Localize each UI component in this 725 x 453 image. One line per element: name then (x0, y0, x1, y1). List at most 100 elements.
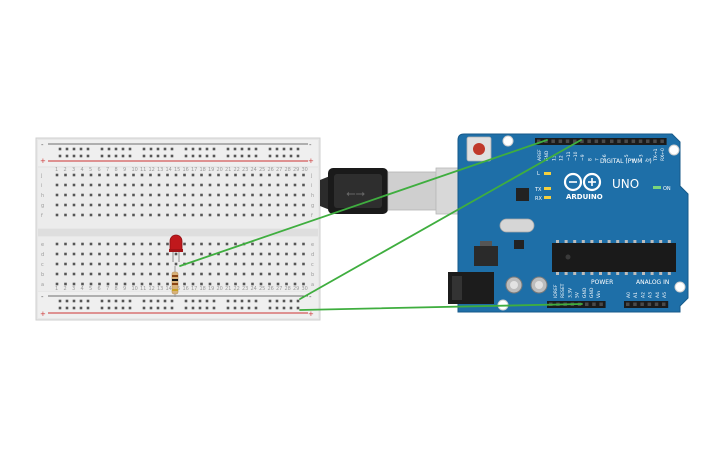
breadboard-hole[interactable] (98, 252, 101, 256)
breadboard-hole[interactable] (123, 282, 127, 286)
breadboard-hole[interactable] (157, 262, 161, 266)
breadboard-hole[interactable] (106, 242, 110, 246)
breadboard-hole[interactable] (174, 183, 178, 187)
breadboard-hole[interactable] (259, 173, 263, 177)
breadboard-hole[interactable] (276, 282, 280, 286)
breadboard-hole[interactable] (149, 213, 152, 217)
breadboard-hole[interactable] (166, 242, 169, 246)
breadboard-hole[interactable] (157, 193, 161, 197)
rail-hole[interactable] (149, 299, 153, 303)
breadboard-hole[interactable] (55, 173, 59, 177)
breadboard-hole[interactable] (217, 252, 220, 256)
rail-hole[interactable] (184, 147, 188, 151)
breadboard-hole[interactable] (251, 262, 254, 266)
breadboard-hole[interactable] (293, 193, 297, 197)
breadboard-hole[interactable] (89, 213, 93, 217)
breadboard-hole[interactable] (106, 193, 110, 197)
breadboard-hole[interactable] (89, 262, 93, 266)
rail-hole[interactable] (156, 299, 160, 303)
breadboard-hole[interactable] (55, 282, 59, 286)
breadboard-hole[interactable] (293, 183, 297, 187)
breadboard-hole[interactable] (208, 183, 212, 187)
breadboard-hole[interactable] (259, 242, 263, 246)
breadboard-hole[interactable] (191, 193, 195, 197)
breadboard-hole[interactable] (259, 272, 263, 276)
breadboard-hole[interactable] (149, 252, 152, 256)
breadboard-hole[interactable] (242, 213, 246, 217)
digital-header-left[interactable] (535, 138, 608, 145)
breadboard-hole[interactable] (81, 272, 84, 276)
breadboard-hole[interactable] (293, 272, 297, 276)
breadboard-hole[interactable] (140, 282, 144, 286)
rail-hole[interactable] (205, 154, 209, 158)
rail-hole[interactable] (212, 306, 216, 310)
breadboard-hole[interactable] (234, 282, 237, 286)
breadboard-hole[interactable] (293, 203, 297, 207)
breadboard-hole[interactable] (200, 203, 203, 207)
breadboard-hole[interactable] (72, 203, 76, 207)
breadboard-hole[interactable] (72, 262, 76, 266)
breadboard-hole[interactable] (106, 262, 110, 266)
breadboard-hole[interactable] (217, 193, 220, 197)
header-pin[interactable] (633, 302, 637, 307)
breadboard-hole[interactable] (200, 213, 203, 217)
rail-hole[interactable] (163, 299, 167, 303)
header-pin[interactable] (610, 139, 614, 144)
breadboard-hole[interactable] (64, 173, 67, 177)
breadboard-hole[interactable] (285, 242, 288, 246)
breadboard-hole[interactable] (157, 173, 161, 177)
breadboard-hole[interactable] (259, 213, 263, 217)
breadboard-hole[interactable] (132, 173, 135, 177)
breadboard-hole[interactable] (140, 213, 144, 217)
breadboard-hole[interactable] (293, 213, 297, 217)
breadboard-hole[interactable] (251, 193, 254, 197)
breadboard-hole[interactable] (72, 272, 76, 276)
rail-hole[interactable] (72, 147, 76, 151)
rail-hole[interactable] (289, 306, 293, 310)
breadboard-hole[interactable] (208, 262, 212, 266)
rail-hole[interactable] (296, 147, 300, 151)
rail-hole[interactable] (100, 306, 104, 310)
breadboard-hole[interactable] (285, 203, 288, 207)
rail-hole[interactable] (142, 154, 146, 158)
header-pin[interactable] (537, 139, 541, 144)
breadboard-hole[interactable] (140, 173, 144, 177)
breadboard-hole[interactable] (106, 173, 110, 177)
rail-hole[interactable] (212, 299, 216, 303)
breadboard-hole[interactable] (89, 193, 93, 197)
breadboard-hole[interactable] (293, 242, 297, 246)
header-pin[interactable] (580, 139, 584, 144)
breadboard-hole[interactable] (276, 242, 280, 246)
breadboard-hole[interactable] (268, 272, 271, 276)
header-pin[interactable] (587, 139, 591, 144)
breadboard-hole[interactable] (106, 282, 110, 286)
breadboard-hole[interactable] (183, 173, 186, 177)
top-rail-holes[interactable] (58, 147, 300, 158)
header-pin[interactable] (624, 139, 628, 144)
breadboard-hole[interactable] (234, 242, 237, 246)
rail-hole[interactable] (282, 299, 286, 303)
breadboard-hole[interactable] (98, 282, 101, 286)
breadboard-hole[interactable] (132, 262, 135, 266)
rail-hole[interactable] (184, 306, 188, 310)
breadboard-hole[interactable] (251, 272, 254, 276)
rail-hole[interactable] (156, 154, 160, 158)
bottom-rail-holes[interactable] (58, 299, 300, 310)
header-pin[interactable] (601, 139, 606, 144)
rail-hole[interactable] (58, 147, 62, 151)
breadboard-hole[interactable] (268, 252, 271, 256)
red-led[interactable] (169, 234, 183, 262)
breadboard-hole[interactable] (302, 262, 305, 266)
breadboard-hole[interactable] (208, 252, 212, 256)
breadboard-hole[interactable] (123, 173, 127, 177)
breadboard-hole[interactable] (140, 203, 144, 207)
breadboard-hole[interactable] (123, 242, 127, 246)
breadboard-hole[interactable] (268, 193, 271, 197)
breadboard-hole[interactable] (208, 203, 212, 207)
header-pin[interactable] (638, 139, 643, 144)
header-pin[interactable] (654, 302, 659, 307)
rail-hole[interactable] (212, 147, 216, 151)
breadboard-hole[interactable] (302, 203, 305, 207)
breadboard-hole[interactable] (259, 193, 263, 197)
